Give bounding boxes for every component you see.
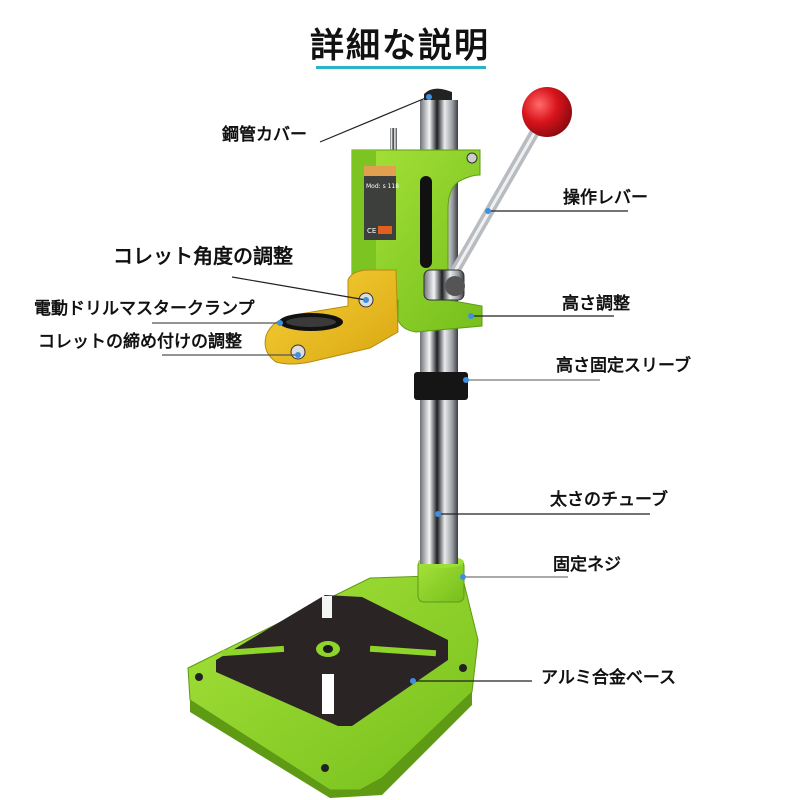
label-drill-clamp: 電動ドリルマスタークランプ (34, 299, 255, 319)
callout-markers (277, 94, 491, 684)
label-height-adjust: 高さ調整 (562, 294, 630, 314)
label-tube-cover: 鋼管カバー (222, 125, 307, 145)
label-collet-tighten: コレットの締め付けの調整 (38, 332, 242, 352)
aluminum-base (187, 556, 479, 798)
product-model-text: Mod: s 118 (366, 183, 399, 190)
label-lever: 操作レバー (563, 188, 648, 208)
label-tube: 太さのチューブ (550, 490, 668, 510)
label-fix-screw: 固定ネジ (553, 555, 621, 575)
label-base: アルミ合金ベース (541, 668, 676, 688)
lever-knob (522, 87, 572, 137)
height-sleeve (414, 372, 468, 400)
ce-mark: CE (367, 227, 376, 235)
label-height-sleeve: 高さ固定スリーブ (556, 356, 691, 376)
title-underline (316, 66, 486, 69)
label-collet-angle: コレット角度の調整 (113, 244, 293, 268)
callout-lines (152, 96, 650, 682)
drill-master-clamp (264, 269, 399, 365)
page-title: 詳細な説明 (310, 26, 490, 66)
